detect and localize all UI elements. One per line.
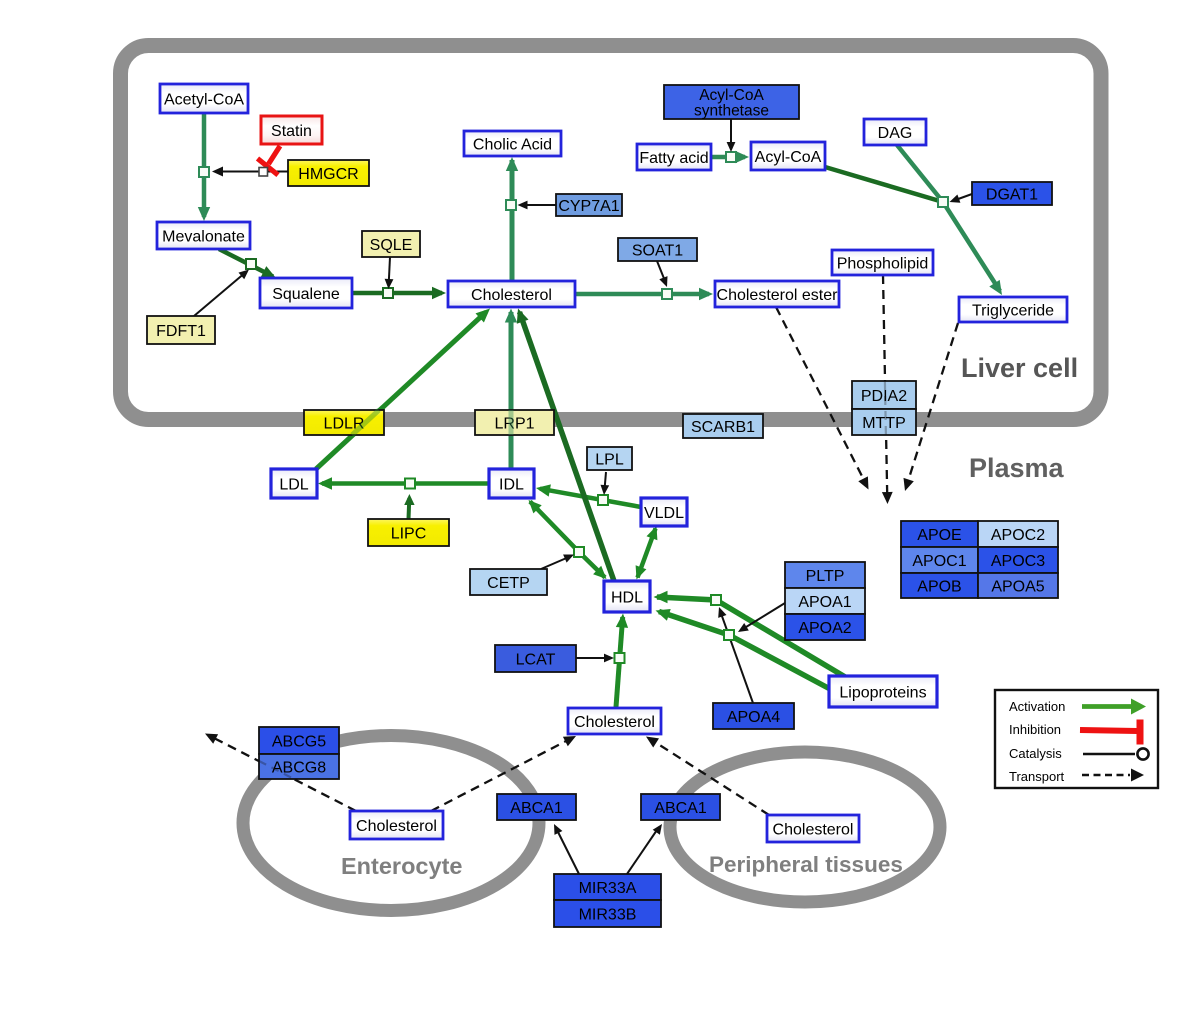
svg-text:MTTP: MTTP — [862, 415, 906, 432]
svg-text:APOA4: APOA4 — [727, 709, 780, 726]
svg-text:APOC3: APOC3 — [991, 553, 1045, 570]
svg-text:Peripheral tissues: Peripheral tissues — [709, 852, 903, 877]
svg-text:Triglyceride: Triglyceride — [972, 302, 1054, 319]
svg-text:Cholesterol: Cholesterol — [773, 821, 854, 838]
svg-text:Enterocyte: Enterocyte — [341, 853, 462, 879]
svg-text:MIR33B: MIR33B — [579, 906, 637, 923]
svg-text:DGAT1: DGAT1 — [986, 186, 1038, 203]
svg-text:Acyl-CoA: Acyl-CoA — [755, 149, 822, 166]
svg-text:HMGCR: HMGCR — [298, 166, 358, 183]
svg-text:Inhibition: Inhibition — [1009, 722, 1061, 737]
svg-text:LRP1: LRP1 — [494, 415, 534, 432]
svg-text:Cholic Acid: Cholic Acid — [473, 136, 552, 153]
svg-text:LPL: LPL — [595, 451, 624, 468]
svg-text:ABCG5: ABCG5 — [272, 733, 326, 750]
svg-text:Catalysis: Catalysis — [1009, 746, 1062, 761]
svg-text:APOE: APOE — [917, 527, 961, 544]
svg-text:Squalene: Squalene — [272, 286, 340, 303]
svg-text:VLDL: VLDL — [644, 505, 684, 522]
svg-text:Lipoproteins: Lipoproteins — [839, 684, 926, 701]
svg-text:Statin: Statin — [271, 123, 312, 140]
svg-text:APOA5: APOA5 — [991, 578, 1044, 595]
svg-text:Liver cell: Liver cell — [961, 353, 1078, 383]
svg-text:APOC2: APOC2 — [991, 527, 1045, 544]
svg-text:HDL: HDL — [611, 589, 643, 606]
svg-text:FDFT1: FDFT1 — [156, 323, 206, 340]
svg-text:synthetase: synthetase — [694, 102, 769, 119]
svg-text:Cholesterol: Cholesterol — [574, 714, 655, 731]
svg-text:PDIA2: PDIA2 — [861, 388, 907, 405]
svg-text:SQLE: SQLE — [370, 237, 413, 254]
svg-text:SOAT1: SOAT1 — [632, 242, 683, 259]
svg-text:APOA2: APOA2 — [798, 620, 851, 637]
svg-text:CYP7A1: CYP7A1 — [558, 198, 619, 215]
svg-text:APOB: APOB — [917, 578, 961, 595]
svg-text:IDL: IDL — [499, 476, 524, 493]
svg-text:APOA1: APOA1 — [798, 594, 851, 611]
svg-text:Cholesterol: Cholesterol — [356, 818, 437, 835]
svg-text:Acetyl-CoA: Acetyl-CoA — [164, 91, 244, 108]
svg-text:SCARB1: SCARB1 — [691, 419, 755, 436]
svg-text:DAG: DAG — [878, 125, 913, 142]
svg-text:ABCA1: ABCA1 — [654, 800, 707, 817]
svg-text:Mevalonate: Mevalonate — [162, 228, 245, 245]
svg-text:CETP: CETP — [487, 575, 530, 592]
svg-text:LCAT: LCAT — [516, 651, 556, 668]
svg-text:ABCG8: ABCG8 — [272, 759, 326, 776]
svg-text:APOC1: APOC1 — [912, 553, 966, 570]
svg-text:Cholesterol ester: Cholesterol ester — [717, 287, 839, 304]
svg-text:PLTP: PLTP — [806, 568, 845, 585]
svg-text:Fatty acid: Fatty acid — [639, 150, 708, 167]
svg-text:ABCA1: ABCA1 — [510, 800, 563, 817]
svg-text:LIPC: LIPC — [391, 525, 427, 542]
svg-text:MIR33A: MIR33A — [579, 880, 637, 897]
svg-text:Plasma: Plasma — [969, 453, 1065, 483]
svg-text:Transport: Transport — [1009, 769, 1065, 784]
svg-text:Acyl-CoA: Acyl-CoA — [699, 87, 764, 104]
svg-text:Phospholipid: Phospholipid — [837, 255, 929, 272]
svg-text:LDL: LDL — [279, 476, 308, 493]
svg-text:Cholesterol: Cholesterol — [471, 287, 552, 304]
svg-text:LDLR: LDLR — [324, 415, 365, 432]
svg-text:Activation: Activation — [1009, 699, 1065, 714]
